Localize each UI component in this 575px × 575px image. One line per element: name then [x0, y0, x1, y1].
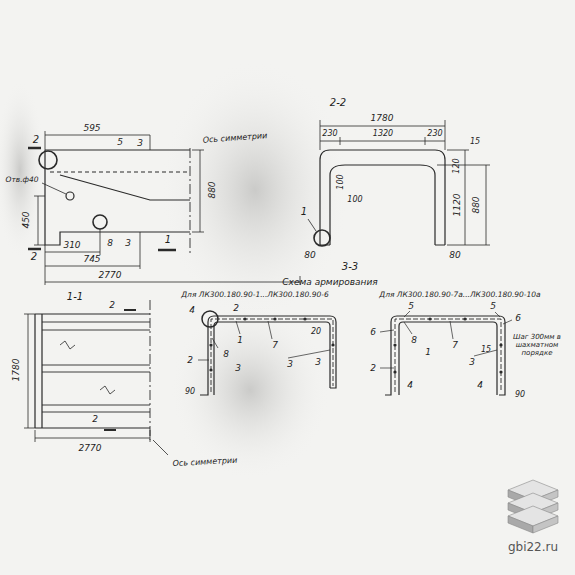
callout-number: 5: [408, 301, 414, 311]
note-text: Ось симметрии: [172, 456, 237, 469]
callout-number: 4: [189, 305, 195, 315]
callout-number: 2: [33, 134, 39, 146]
callout-number: 5: [117, 137, 123, 147]
callout-number: 1: [237, 335, 243, 345]
callout-number: 1: [301, 206, 307, 218]
callout-number: 7: [272, 340, 278, 350]
reinforcement-scheme-2: [380, 311, 512, 395]
dimension-label: 745: [83, 254, 100, 264]
dimension-label: 595: [83, 123, 100, 133]
dimension-label: 450: [21, 211, 31, 228]
dimension-label: 230: [427, 129, 442, 138]
callout-number: 4: [477, 380, 483, 390]
section-1-1: [24, 300, 168, 455]
section-mark: 2-2: [330, 97, 346, 109]
callout-number: 2: [370, 363, 376, 373]
section-mark: 1-1: [67, 291, 83, 303]
note-text: Схема армирования: [282, 277, 377, 287]
callout-number: 8: [107, 238, 113, 248]
note-text: Ось симметрии: [202, 131, 267, 145]
callout-number: 3: [137, 138, 143, 148]
note-text: Для ЛК300.180.90-7а...ЛК300.180.90-10а: [379, 291, 540, 300]
dimension-label: 80: [304, 250, 315, 260]
callout-number: 2: [109, 300, 115, 310]
callout-number: 3: [469, 357, 475, 367]
dimension-label: 310: [63, 240, 80, 250]
dimension-label: 1120: [452, 194, 462, 217]
dimension-label: 1780: [11, 359, 21, 382]
dimension-label: 120: [452, 158, 461, 173]
note-text: Шаг 300мм в шахматном порядке: [510, 333, 564, 357]
dimension-label: 90: [515, 390, 525, 399]
note-text: gbi22.ru: [508, 541, 558, 555]
callout-number: 8: [223, 349, 229, 359]
dimension-label: 100: [347, 195, 362, 204]
callout-number: 8: [411, 335, 417, 345]
note-text: Для ЛК300.180.90-1...ЛК300.180.90-6: [181, 291, 328, 300]
dimension-label: 2770: [99, 270, 122, 280]
callout-number: 6: [515, 313, 521, 323]
callout-number: 5: [490, 301, 496, 311]
elevation-view: [28, 131, 300, 285]
dimension-label: 90: [185, 387, 195, 396]
callout-number: 3: [125, 238, 131, 248]
section-mark: 3-3: [342, 261, 358, 273]
dimension-label: 1780: [371, 113, 394, 123]
dimension-label: 2770: [79, 443, 102, 453]
callout-number: 3: [287, 359, 293, 369]
dimension-label: 15: [481, 345, 491, 354]
site-logo: [508, 480, 558, 533]
dimension-label: 880: [471, 196, 481, 213]
scan-smudge: [0, 60, 350, 480]
dimension-label: 880: [207, 181, 217, 198]
callout-number: 4: [407, 380, 413, 390]
callout-number: 2: [31, 251, 37, 263]
dimension-label: 80: [449, 250, 460, 260]
callout-number: 2: [187, 355, 193, 365]
dimension-label: 20: [311, 327, 321, 336]
dimension-label: 100: [336, 174, 345, 189]
callout-number: 1: [425, 347, 431, 357]
callout-number: 2: [92, 414, 98, 424]
callout-number: 2: [233, 303, 239, 313]
reinforcement-scheme-1: [198, 311, 336, 395]
section-2-2: [308, 120, 490, 246]
dimension-label: 15: [470, 137, 480, 146]
callout-number: 7: [452, 340, 458, 350]
note-text: Отв.ф40: [5, 176, 38, 185]
callout-number: 1: [165, 234, 171, 246]
callout-number: 6: [370, 327, 376, 337]
callout-number: 3: [235, 363, 241, 373]
dimension-label: 230: [322, 129, 337, 138]
callout-number: 3: [315, 357, 321, 367]
dimension-label: 1320: [373, 129, 393, 138]
